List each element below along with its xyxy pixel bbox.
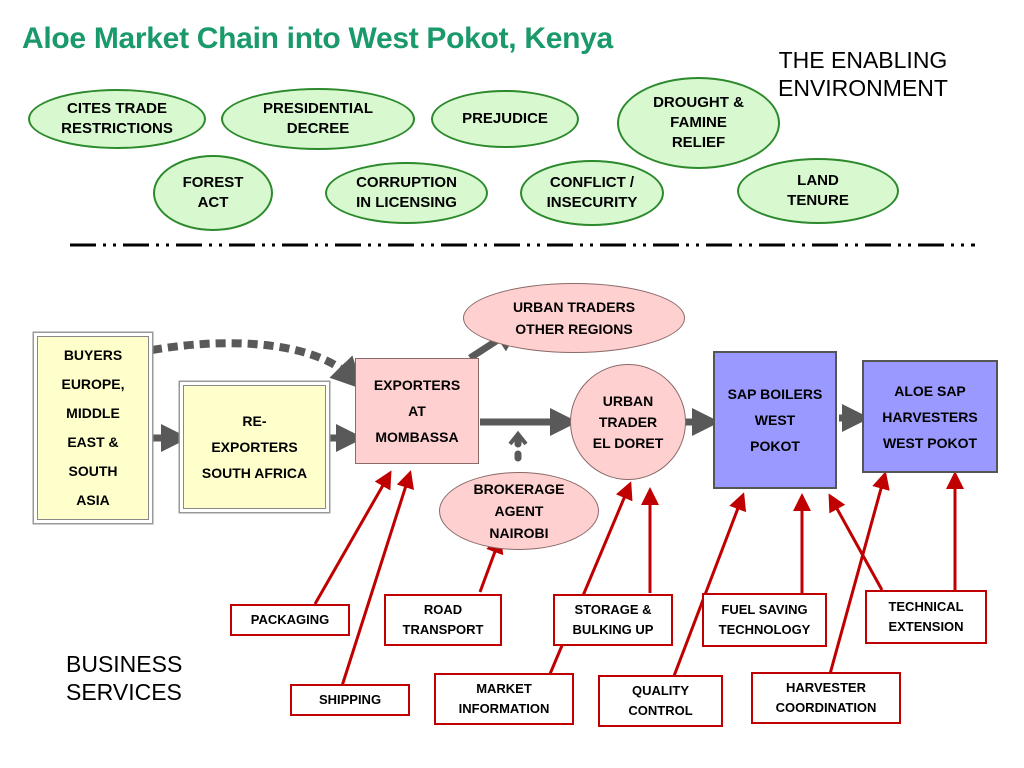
enabling-environment-heading: THE ENABLING ENVIRONMENT [778, 47, 948, 101]
buyers-box: BUYERS EUROPE, MIDDLE EAST & SOUTH ASIA [37, 336, 149, 520]
urban-traders-other-node: URBAN TRADERS OTHER REGIONS [463, 283, 685, 353]
service-quality-control: QUALITY CONTROL [598, 675, 723, 727]
service-storage-bulking: STORAGE & BULKING UP [553, 594, 673, 646]
brokerage-chevron [508, 430, 528, 446]
factor-cites: CITES TRADE RESTRICTIONS [28, 89, 206, 149]
service-road-transport: ROAD TRANSPORT [384, 594, 502, 646]
service-shipping: SHIPPING [290, 684, 410, 716]
service-market-information: MARKET INFORMATION [434, 673, 574, 725]
factor-corruption: CORRUPTION IN LICENSING [325, 162, 488, 224]
factor-presidential-decree: PRESIDENTIAL DECREE [221, 88, 415, 150]
brokerage-agent-node: BROKERAGE AGENT NAIROBI [439, 472, 599, 550]
arrow-quality-control [672, 492, 747, 677]
factor-prejudice: PREJUDICE [431, 90, 579, 148]
urban-trader-eldoret-node: URBAN TRADER EL DORET [570, 364, 686, 480]
dotted-arrow-buyers-to-exporters [151, 339, 364, 390]
business-services-heading: BUSINESS SERVICES [66, 651, 183, 705]
service-packaging: PACKAGING [230, 604, 350, 636]
sap-boilers-box: SAP BOILERS WEST POKOT [713, 351, 837, 489]
exporters-box: EXPORTERS AT MOMBASSA [355, 358, 479, 464]
factor-land-tenure: LAND TENURE [737, 158, 899, 224]
harvesters-box: ALOE SAP HARVESTERS WEST POKOT [862, 360, 998, 473]
factor-forest-act: FOREST ACT [153, 155, 273, 231]
arrow-technical-to-sap-boilers [828, 493, 884, 591]
page-title: Aloe Market Chain into West Pokot, Kenya [22, 22, 613, 55]
factor-drought-famine: DROUGHT & FAMINE RELIEF [617, 77, 780, 169]
arrow-packaging [313, 470, 392, 605]
arrow-shipping [340, 470, 415, 687]
service-harvester-coordination: HARVESTER COORDINATION [751, 672, 901, 724]
factor-conflict: CONFLICT / INSECURITY [520, 160, 664, 226]
arrow-harvester-coordination [828, 471, 890, 675]
reexporters-box: RE- EXPORTERS SOUTH AFRICA [183, 385, 326, 509]
service-technical-extension: TECHNICAL EXTENSION [865, 590, 987, 644]
service-fuel-saving: FUEL SAVING TECHNOLOGY [702, 593, 827, 647]
